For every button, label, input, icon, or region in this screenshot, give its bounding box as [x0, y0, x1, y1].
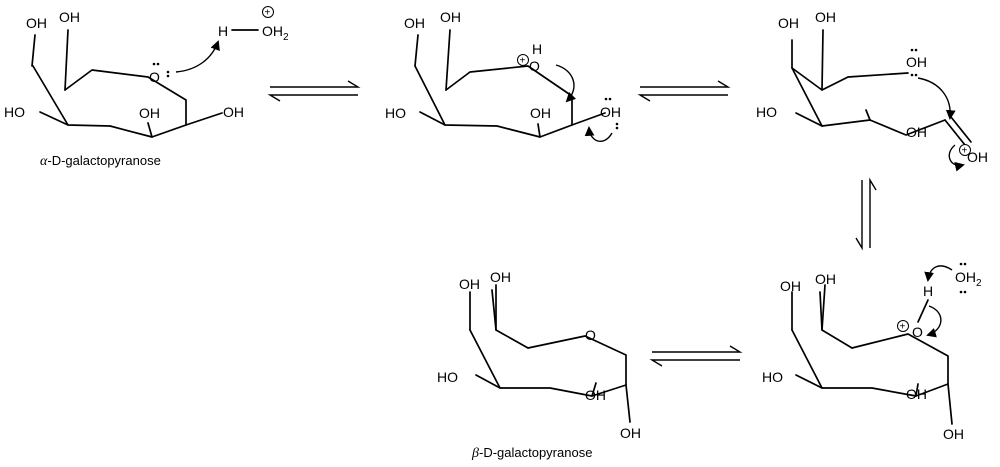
protonated-intermediate-structure: OH OH HO OH O H + OH — [385, 9, 621, 142]
positive-charge-icon — [897, 320, 909, 332]
atom-label-oh: OH — [490, 269, 511, 285]
atom-label-oh: OH — [530, 105, 551, 121]
atom-label-oh: OH — [906, 54, 927, 70]
water-label: OH — [955, 269, 976, 285]
svg-text:+: + — [520, 56, 526, 67]
atom-label-oh: OH — [26, 15, 47, 31]
atom-label-ho: HO — [385, 105, 406, 121]
beta-name-label: β-D-galactopyranose — [471, 445, 592, 461]
alpha-galactopyranose-structure: OH OH HO OH OH O H OH 2 + α-D-galactopyr… — [4, 6, 289, 169]
electron-push-arrow — [948, 144, 965, 172]
svg-text:+: + — [900, 322, 906, 333]
atom-label-oh: OH — [906, 386, 927, 402]
hydrogen-label: H — [923, 283, 933, 299]
atom-label-oh: OH — [459, 276, 480, 292]
equilibrium-arrow-4 — [649, 345, 743, 367]
atom-label-oh: OH — [967, 149, 988, 165]
hydronium-label: OH — [262, 23, 283, 39]
electron-push-arrow — [555, 64, 577, 103]
equilibrium-arrow-2 — [637, 80, 731, 102]
atom-label-ho: HO — [756, 104, 777, 120]
hydrogen-label: H — [532, 41, 542, 57]
electron-push-arrow — [924, 265, 953, 282]
atom-label-oh: OH — [139, 105, 160, 121]
atom-label-oh: OH — [943, 426, 964, 442]
equilibrium-arrow-1 — [267, 80, 361, 102]
atom-label-oh: OH — [906, 124, 927, 140]
electron-push-arrow — [917, 77, 956, 120]
atom-label-oh: OH — [404, 15, 425, 31]
equilibrium-arrow-3 — [855, 177, 877, 251]
atom-label-oh: OH — [778, 15, 799, 31]
electron-push-arrow — [175, 40, 220, 73]
atom-label-oh: OH — [815, 271, 836, 287]
hydrogen-label: H — [218, 23, 228, 39]
ring-oxygen-label: O — [912, 324, 923, 340]
electron-push-arrow — [584, 126, 613, 142]
ring-closure-intermediate-structure: OH OH HO OH OH O + H OH 2 — [762, 262, 982, 442]
atom-label-ho: HO — [4, 104, 25, 120]
atom-label-oh: OH — [620, 425, 641, 441]
atom-label-ho: HO — [762, 369, 783, 385]
subscript-2: 2 — [976, 278, 982, 289]
atom-label-oh: OH — [600, 104, 621, 120]
beta-galactopyranose-structure: OH OH HO OH O OH β-D-galactopyranose — [437, 269, 641, 461]
positive-charge-icon — [959, 144, 971, 156]
atom-label-ho: HO — [437, 369, 458, 385]
alpha-name-label: α-D-galactopyranose — [40, 153, 161, 169]
svg-text:+: + — [265, 8, 271, 19]
svg-text:+: + — [962, 146, 968, 157]
electron-push-arrow — [926, 305, 942, 338]
positive-charge-icon — [517, 54, 529, 66]
ring-oxygen-label: O — [529, 58, 540, 74]
subscript-2: 2 — [283, 32, 289, 43]
atom-label-oh: OH — [780, 278, 801, 294]
atom-label-oh: OH — [59, 9, 80, 25]
atom-label-oh: OH — [223, 104, 244, 120]
atom-label-oh: OH — [440, 9, 461, 25]
atom-label-oh: OH — [815, 9, 836, 25]
positive-charge-icon — [262, 6, 274, 18]
open-chain-intermediate-structure: OH OH HO OH OH OH + — [756, 9, 988, 172]
ring-oxygen-label: O — [585, 327, 596, 343]
atom-label-oh: OH — [585, 387, 606, 403]
ring-oxygen-label: O — [149, 69, 160, 85]
